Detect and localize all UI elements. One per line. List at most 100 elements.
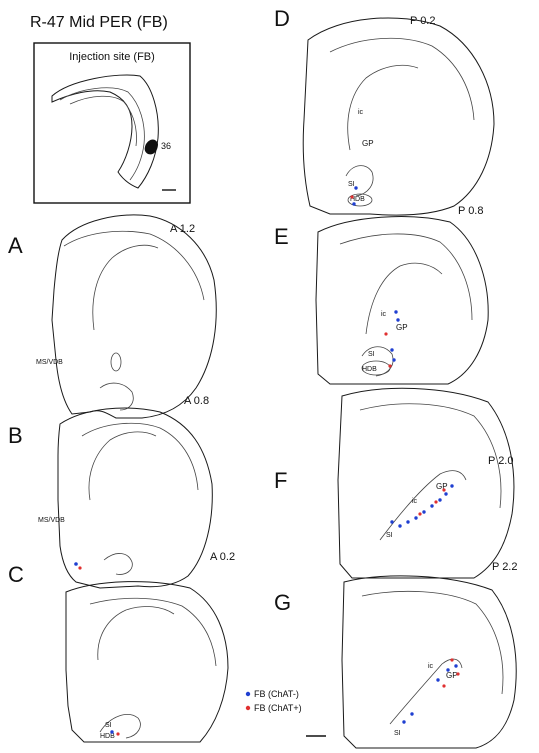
panel-g-fb-chat-neg-cell (446, 668, 449, 671)
panel-g-region-label-si: SI (394, 730, 401, 737)
injection-site-inset: Injection site (FB) 36 (34, 43, 190, 203)
panel-b-region-label: MS/VDB (38, 517, 65, 524)
panel-c-region-label-si: SI (105, 722, 112, 729)
panel-g-cortex-contour (362, 591, 503, 694)
panel-c-lateral-ventricle (98, 607, 174, 660)
panel-f-fb-chat-pos-cell (434, 500, 437, 503)
panel-b-fb-chat-pos-cell (78, 566, 81, 569)
panel-e-cortex-contour (340, 234, 472, 320)
panel-a-region-label: MS/VDB (36, 359, 63, 366)
panel-e-fb-chat-neg-cell (392, 358, 395, 361)
panel-g-fb-chat-neg-cell (436, 678, 439, 681)
panel-b-subcortical-contour (104, 553, 132, 574)
panel-c-fb-chat-neg-cell (110, 730, 113, 733)
panel-g-ic-contour (390, 659, 462, 724)
inset-label: Injection site (FB) (69, 51, 155, 63)
panel-e-fb-chat-pos-cell (384, 332, 387, 335)
panel-f-region-label-si: SI (386, 532, 393, 539)
panel-c-cortex-contour (90, 598, 216, 666)
panel-d-section-outline (303, 18, 494, 215)
panel-e-fb-chat-neg-cell (394, 310, 397, 313)
panel-a-section-outline (52, 215, 216, 418)
panel-f-section-outline (338, 388, 514, 578)
panel-d-ic-contour (348, 65, 418, 150)
panel-b-cortex-contour (82, 423, 198, 490)
panel-d-fb-chat-neg-cell (354, 186, 357, 189)
panel-level-e: P 0.8 (458, 205, 484, 217)
panel-b-lateral-ventricle (89, 432, 156, 500)
panel-f-region-label-ic: ic (412, 498, 418, 505)
panel-d-fb-chat-pos-cell (350, 195, 353, 198)
figure-title: R-47 Mid PER (FB) (30, 14, 168, 31)
panel-c: C A 0.2 SI HDB (8, 551, 235, 742)
legend-item-label: FB (ChAT+) (254, 703, 302, 713)
panel-d-fb-chat-neg-cell (352, 202, 355, 205)
panel-e-fb-chat-pos-cell (388, 364, 391, 367)
panel-level-g: P 2.2 (492, 561, 518, 573)
panel-b-fb-chat-neg-cell (74, 562, 78, 566)
legend-blue-dot-icon (246, 692, 250, 696)
panel-f-fb-chat-neg-cell (414, 516, 417, 519)
panel-g-fb-chat-pos-cell (450, 658, 453, 661)
panel-b-section-outline (58, 408, 212, 588)
panel-d-region-label-ic: ic (358, 109, 364, 116)
panel-g-fb-chat-neg-cell (454, 664, 457, 667)
panel-g-region-label-gp: GP (446, 671, 458, 680)
panel-letter-a: A (8, 233, 23, 258)
panel-e-section-outline (316, 217, 488, 384)
panel-letter-b: B (8, 423, 23, 448)
panel-e-fb-chat-neg-cell (390, 348, 393, 351)
inset-area-label: 36 (161, 141, 171, 151)
panel-e-region-label-ic: ic (381, 311, 387, 318)
panel-c-region-label-hdb: HDB (100, 733, 115, 740)
panel-g-section-outline (342, 576, 516, 748)
panel-letter-g: G (274, 590, 291, 615)
panel-f-ic-contour (380, 471, 466, 540)
panel-a-cortex-contour (64, 231, 204, 300)
panel-f-fb-chat-neg-cell (390, 520, 393, 523)
panel-level-c: A 0.2 (210, 551, 235, 563)
legend-item-label: FB (ChAT-) (254, 689, 299, 699)
panel-e-region-label-si: SI (368, 351, 375, 358)
panel-f-fb-chat-neg-cell (444, 492, 447, 495)
panel-g-fb-chat-neg-cell (402, 720, 405, 723)
panel-d-region-label-gp: GP (362, 139, 374, 148)
panel-a-structure (111, 353, 121, 371)
panel-g-fb-chat-pos-cell (456, 672, 459, 675)
panel-e-fb-chat-neg-cell (396, 318, 399, 321)
panel-e-region-label-hdb: HDB (362, 366, 377, 373)
panel-letter-d: D (274, 6, 290, 31)
panel-f-cortex-contour (360, 404, 501, 508)
panel-f-fb-chat-neg-cell (438, 498, 441, 501)
panel-b: B A 0.8 MS/VDB (8, 395, 212, 588)
panel-f-fb-chat-neg-cell (398, 524, 401, 527)
panel-g-region-label-ic: ic (428, 663, 434, 670)
panel-c-section-outline (66, 582, 228, 742)
panel-a: A A 1.2 MS/VDB (8, 215, 216, 418)
panel-a-lateral-ventricle (93, 245, 158, 330)
panel-letter-e: E (274, 224, 289, 249)
panel-d-region-label-si: SI (348, 181, 355, 188)
panel-letter-f: F (274, 468, 287, 493)
panel-f-region-label-gp: GP (436, 482, 448, 491)
legend-red-dot-icon (246, 706, 250, 710)
panel-f-fb-chat-pos-cell (418, 512, 421, 515)
panel-f-fb-chat-neg-cell (450, 484, 453, 487)
panel-c-fb-chat-pos-cell (116, 732, 119, 735)
panel-d-cortex-contour (330, 38, 474, 120)
panel-d: D P 0.2 ic GP SI HDB (274, 6, 494, 215)
panel-letter-c: C (8, 562, 24, 587)
panel-e: E P 0.8 ic GP SI HDB (274, 205, 488, 384)
panel-f: F P 2.0 GP ic SI (274, 388, 514, 578)
panel-g: G P 2.2 ic GP SI (274, 561, 518, 748)
panel-f-fb-chat-neg-cell (422, 510, 425, 513)
panel-f-fb-chat-neg-cell (406, 520, 409, 523)
panel-level-f: P 2.0 (488, 455, 514, 467)
panel-level-b: A 0.8 (184, 395, 209, 407)
panel-f-fb-chat-neg-cell (430, 504, 433, 507)
panel-g-fb-chat-neg-cell (410, 712, 413, 715)
panel-a-subcortical-contour (100, 383, 133, 410)
panel-f-fb-chat-pos-cell (442, 488, 445, 491)
panel-e-region-label-gp: GP (396, 323, 408, 332)
panel-g-fb-chat-pos-cell (442, 684, 445, 687)
